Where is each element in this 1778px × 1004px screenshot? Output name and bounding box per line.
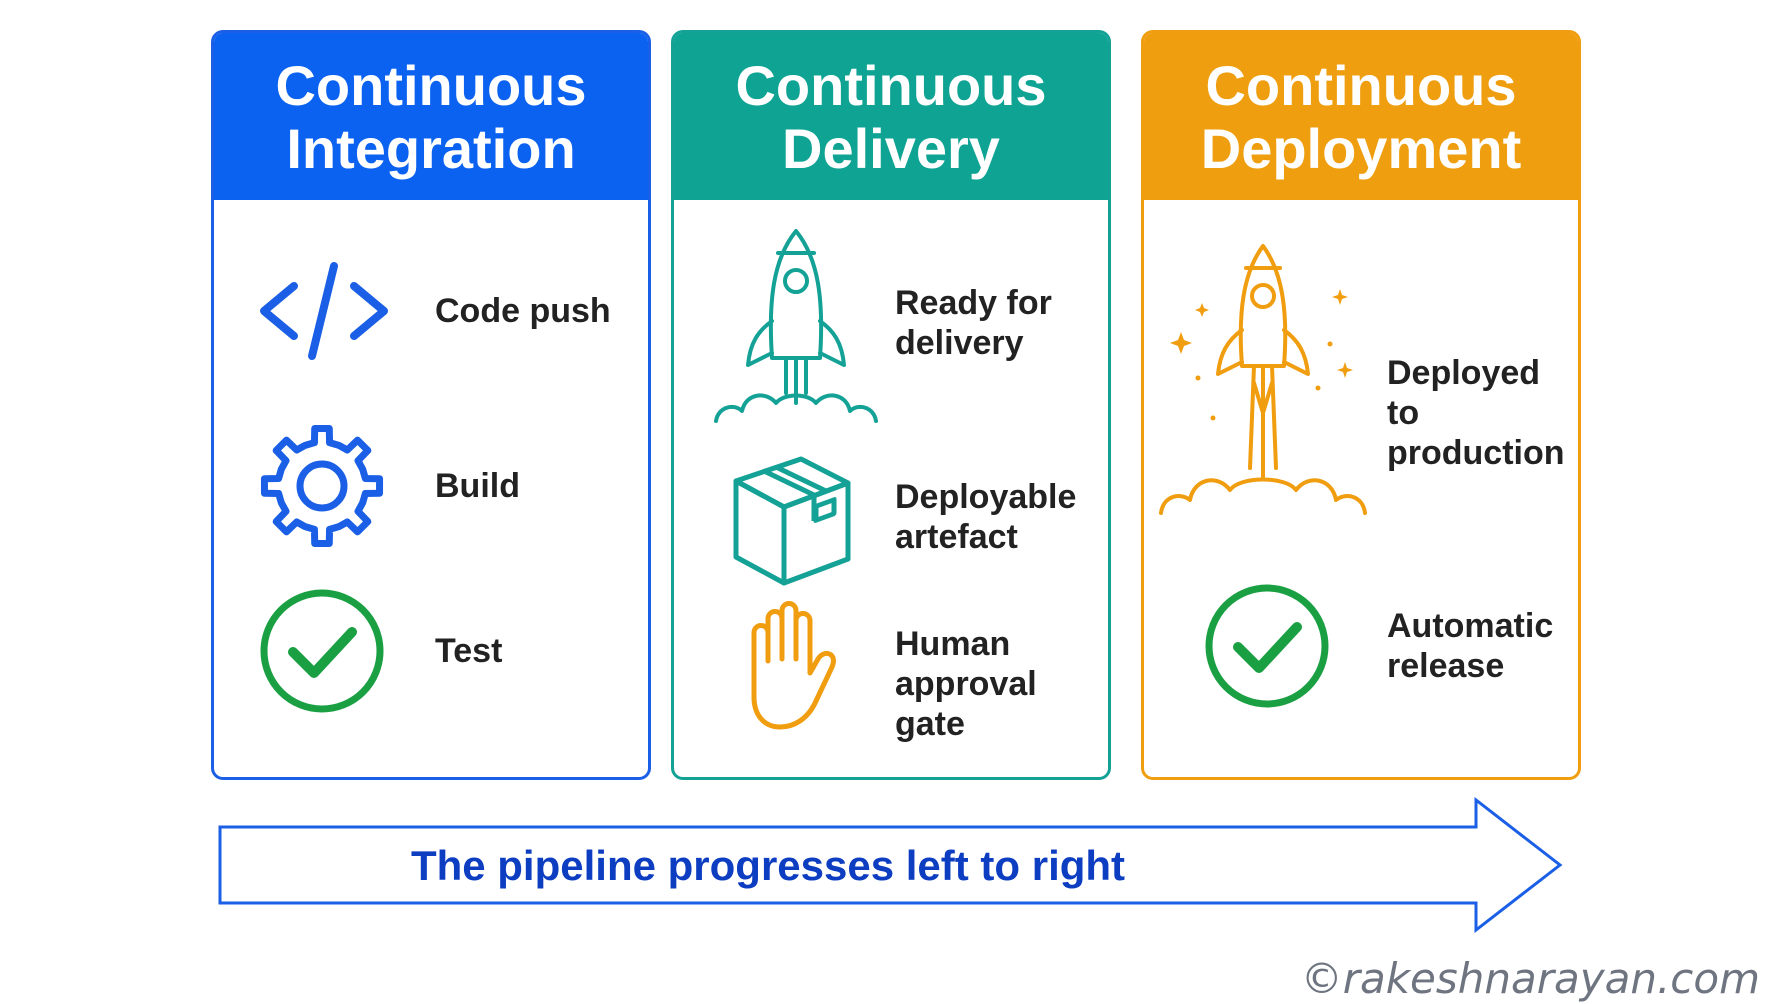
pipeline-progress-text: The pipeline progresses left to right — [410, 842, 1126, 889]
stage-continuous-integration: Continuous Integration Code push Build T… — [211, 30, 651, 780]
stage-item-automatic-release: Automatic release — [1144, 581, 1578, 711]
stage-item-ready-for-delivery: Ready for delivery — [674, 223, 1108, 423]
right-arrow-icon — [218, 797, 1563, 933]
stage-item-label: Code push — [435, 292, 611, 330]
package-box-icon — [733, 456, 851, 586]
raised-hand-icon — [751, 601, 836, 730]
check-circle-icon — [1205, 584, 1329, 708]
stage-title: Continuous Integration — [214, 33, 648, 200]
stage-item-label: Human approval gate — [895, 625, 1037, 743]
check-circle-icon — [260, 589, 384, 713]
stage-item-test: Test — [214, 586, 648, 716]
stage-item-deployable-artefact: Deployable artefact — [674, 451, 1108, 586]
stage-continuous-deployment: Continuous Deployment — [1141, 30, 1581, 780]
rocket-icon — [714, 229, 878, 423]
stage-item-label: Test — [435, 632, 503, 670]
stage-item-label: Build — [435, 467, 520, 505]
gear-icon — [260, 424, 384, 548]
stage-item-label: Ready for delivery — [895, 284, 1052, 362]
stage-item-label: Deployable artefact — [895, 478, 1077, 556]
stage-item-deployed-to-production: Deployed to production — [1144, 238, 1578, 518]
pipeline-progress-arrow: The pipeline progresses left to right — [218, 797, 1563, 933]
stage-item-build: Build — [214, 416, 648, 556]
stage-item-human-approval-gate: Human approval gate — [674, 601, 1108, 743]
stage-title: Continuous Deployment — [1144, 33, 1578, 200]
stage-title: Continuous Delivery — [674, 33, 1108, 200]
stage-continuous-delivery: Continuous Delivery Ready for delivery — [671, 30, 1111, 780]
stage-item-label: Automatic release — [1387, 607, 1554, 685]
rocket-launch-icon — [1159, 244, 1367, 515]
code-icon — [260, 262, 388, 360]
stage-item-label: Deployed to production — [1387, 354, 1565, 472]
stage-item-code-push: Code push — [214, 256, 648, 366]
credit-watermark: ©rakeshnarayan.com — [1300, 954, 1760, 1003]
